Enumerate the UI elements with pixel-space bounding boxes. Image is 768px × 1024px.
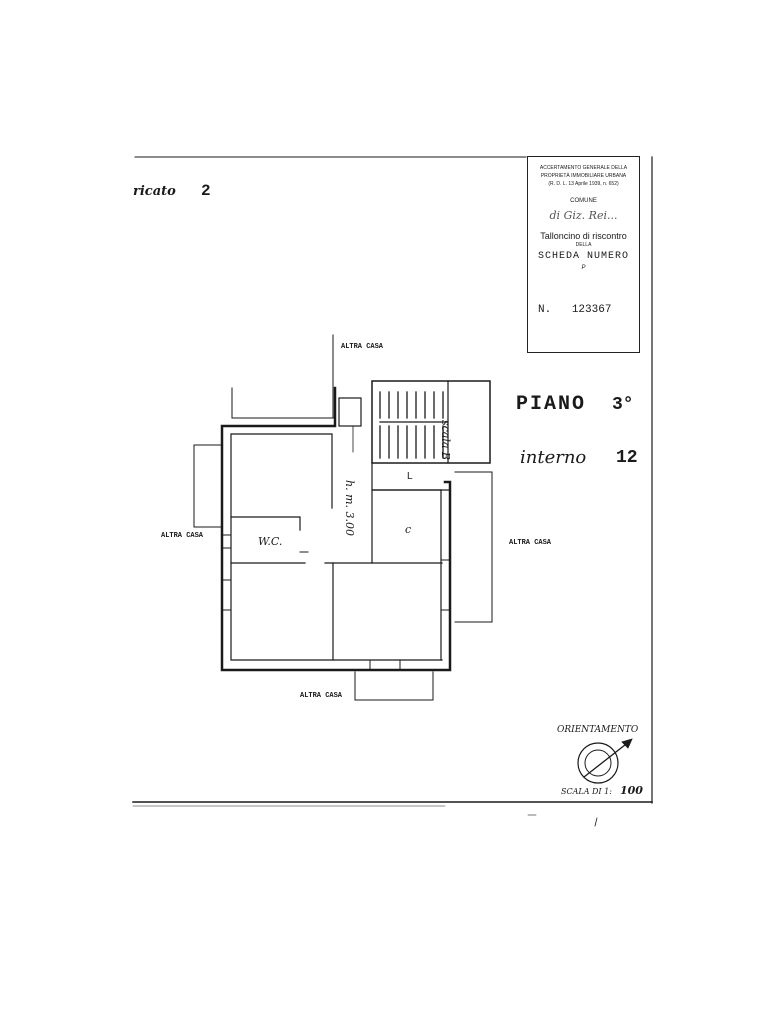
shaft-box (338, 397, 362, 427)
stamp-line-3: (R. D. L. 13 Aprile 1939, n. 652) (548, 181, 619, 187)
window-marks (221, 534, 451, 671)
altra-casa-bottom: ALTRA CASA (300, 692, 343, 700)
stamp-number-prefix: N. (538, 304, 552, 316)
neighbour-bottom (354, 671, 434, 701)
partition-horizontal (230, 516, 443, 564)
stair-hall (371, 462, 451, 491)
stamp-comune-name: di Giz. Rei... (549, 209, 618, 222)
neighbour-left (193, 444, 223, 528)
scan-mark (594, 817, 598, 827)
stamp-number: N. 123367 (538, 304, 611, 316)
room-c-label: c (405, 523, 412, 536)
piano-label: PIANO (516, 393, 587, 416)
stair-outline (371, 380, 491, 464)
stamp-scheda-suffix: P (581, 265, 586, 271)
interno-value: 12 (616, 448, 638, 468)
scala-value: 100 (620, 784, 643, 797)
registry-stamp: ACCERTAMENTO GENERALE DELLA PROPRIETÀ IM… (527, 156, 640, 353)
room-wc-label: W.C. (258, 535, 283, 548)
ricato-label: ricato (133, 184, 176, 199)
apartment-inner-wall-left (230, 433, 443, 661)
altra-casa-top: ALTRA CASA (341, 343, 384, 351)
ricato-number: 2 (201, 182, 211, 200)
stair-treads (379, 391, 444, 459)
stamp-della: DELLA (575, 242, 592, 248)
height-note: h. m. 3.00 (343, 480, 356, 536)
neighbour-right (454, 471, 493, 623)
orientamento-label: ORIENTAMENTO (557, 725, 639, 735)
stamp-comune-label: COMUNE (570, 198, 597, 204)
stamp-line-2: PROPRIETÀ IMMOBILIARE URBANA (540, 173, 627, 179)
room-l-label: L (407, 471, 413, 482)
scala-b-label: scala B (439, 420, 452, 461)
stamp-scheda: SCHEDA NUMERO (537, 251, 629, 262)
interno-label: interno (520, 447, 587, 468)
scala-label: SCALA DI 1: (561, 787, 612, 796)
altra-casa-left: ALTRA CASA (161, 532, 204, 540)
piano-value: 3° (612, 395, 634, 415)
stamp-number-value: 123367 (571, 304, 612, 316)
apartment-right-wall (440, 481, 451, 671)
stamp-line-1: ACCERTAMENTO GENERALE DELLA (539, 165, 628, 171)
doorway-marks (299, 551, 369, 564)
stamp-talloncino: Talloncino di riscontro (540, 231, 627, 241)
neighbour-top-left (231, 387, 336, 419)
compass-icon (577, 738, 633, 784)
altra-casa-right: ALTRA CASA (509, 539, 552, 547)
